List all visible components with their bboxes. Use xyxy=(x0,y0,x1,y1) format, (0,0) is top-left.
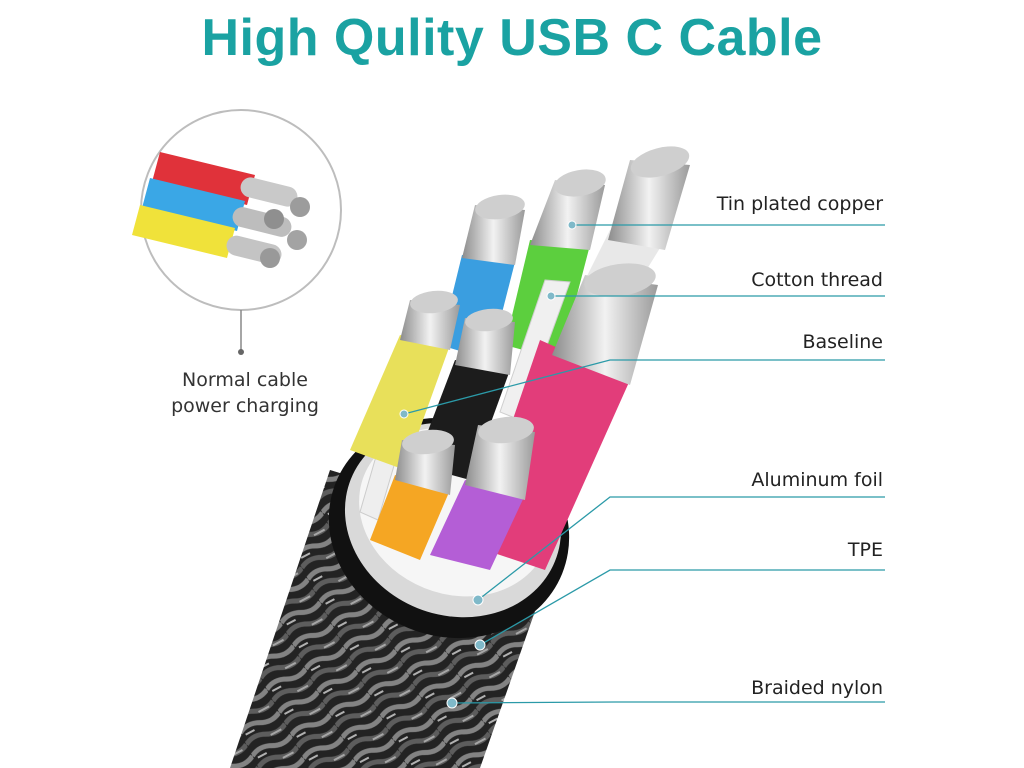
callout-cotton-thread: Cotton thread xyxy=(751,269,883,291)
callout-aluminum-foil: Aluminum foil xyxy=(751,469,883,491)
normal-cable-caption-line2: power charging xyxy=(160,393,330,419)
normal-cable-inset xyxy=(132,110,341,355)
callout-tpe: TPE xyxy=(848,539,883,561)
normal-cable-caption: Normal cable power charging xyxy=(160,367,330,419)
callout-braided-nylon: Braided nylon xyxy=(751,677,883,699)
callout-tin-plated-copper: Tin plated copper xyxy=(717,193,883,215)
normal-cable-caption-line1: Normal cable xyxy=(160,367,330,393)
callout-baseline: Baseline xyxy=(802,331,883,353)
